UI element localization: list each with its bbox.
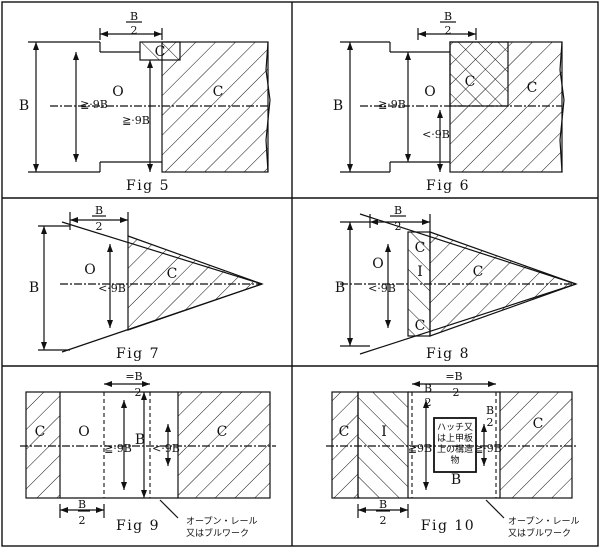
fig9-panel [20,381,276,519]
fig8-c-top-label: C [415,240,426,256]
fig10-ge09b-right: ≧·9B [474,442,502,455]
fig10-eq-bhalf-num: =B [445,370,462,383]
fig9-bhalf-den-bottom: 2 [79,514,86,527]
fig5-bhalf-num: B [130,10,138,23]
fig9-eq-bhalf-num: =B [125,370,142,383]
fig7-bhalf-den: 2 [96,220,103,233]
fig10-box-line3: 上の構造 [437,443,473,455]
fig8-o-label: O [372,256,383,272]
fig5-c-region [161,41,269,173]
fig6-b-label: B [333,98,343,114]
fig9-o-label: O [78,424,89,440]
fig10-i-region [357,391,409,499]
fig8-bhalf-num: B [394,204,402,217]
fig6-c-inner-label: C [465,74,476,90]
fig10-c-left-label: C [339,424,350,440]
fig8-c-label: C [473,264,484,280]
fig5-c-label: C [213,84,224,100]
fig10-c-right [499,391,573,499]
fig8-bhalf-den: 2 [395,220,402,233]
fig10-bhalf-num-left: B [424,382,432,395]
fig8-b-label: B [335,280,345,296]
fig9-note-open-rail: オープン・レール [186,516,257,527]
fig5-panel [28,21,271,173]
fig9-bhalf-num-bottom: B [78,498,86,511]
fig6-bhalf-num: B [444,10,452,23]
fig10-b-label: B [451,472,461,488]
fig6-panel [340,21,565,173]
fig9-c-right-label: C [217,424,228,440]
fig5-c-cap-label: C [155,44,166,60]
fig9-b-label: B [135,432,145,448]
fig5-c-cap [139,41,181,61]
fig7-c-label: C [167,266,178,282]
fig8-i-label: I [417,264,423,280]
fig7-o-label: O [84,262,95,278]
fig6-ge09b: ≧·9B [378,98,406,111]
fig7-c-region [127,235,264,331]
fig5-ge09b-left: ≧·9B [80,98,108,111]
fig10-panel [326,381,578,519]
fig6-c-label: C [527,80,538,96]
fig10-hatch-box [433,417,477,473]
fig5-bhalf-den: 2 [131,24,138,37]
fig10-bhalf-num-right: B [486,404,494,417]
fig6-bhalf-den: 2 [445,24,452,37]
fig10-bhalf-den-left: 2 [425,396,432,409]
fig10-note-open-rail: オープン・レール [508,516,579,527]
fig5-o-label: O [112,84,123,100]
fig9-note-bulwark: 又はブルワーク [186,527,249,539]
fig9-bhalf-den: 2 [135,386,142,399]
fig8-c-bot-label: C [415,318,426,334]
fig9-c-right [177,391,271,499]
fig10-i-label: I [381,424,387,440]
fig9-c-left-label: C [35,424,46,440]
fig9-ge09b: ≧·9B [104,442,132,455]
fig10-box-line2: は上甲板 [437,432,473,444]
fig10-bhalf-den: 2 [453,386,460,399]
fig9-c-left [25,391,61,499]
fig6-caption: Fig 6 [426,178,470,194]
fig7-lt09b: <·9B [98,282,126,295]
fig10-ge9b: ≧9B [408,442,432,455]
fig10-bhalf-num-bottom: B [379,498,387,511]
fig5-ge09b-right: ≧·9B [122,114,150,127]
fig10-note-bulwark: 又はブルワーク [508,527,571,539]
fig8-panel [340,213,578,355]
fig8-caption: Fig 8 [426,346,470,362]
fig10-caption: Fig 10 [421,518,475,534]
fig6-c-inner [449,41,509,107]
fig7-bhalf-num: B [95,204,103,217]
fig7-b-label: B [29,280,39,296]
fig10-c-right-label: C [533,416,544,432]
fig10-bhalf-den-right: 2 [487,416,494,429]
fig8-lt09b: <·9B [368,282,396,295]
fig10-bhalf-den-bottom: 2 [380,514,387,527]
fig6-o-label: O [424,84,435,100]
fig6-lt09b: <·9B [422,128,450,141]
fig5-b-label: B [19,98,29,114]
fig10-box-line4: 物 [450,454,459,466]
fig10-box-line1: ハッチ又 [437,422,473,433]
fig7-panel [38,212,264,353]
fig10-c-left [331,391,359,499]
fig9-lt09b: <·9B [152,442,180,455]
fig5-caption: Fig 5 [126,178,170,194]
fig9-caption: Fig 9 [116,518,160,534]
fig7-caption: Fig 7 [116,346,160,362]
